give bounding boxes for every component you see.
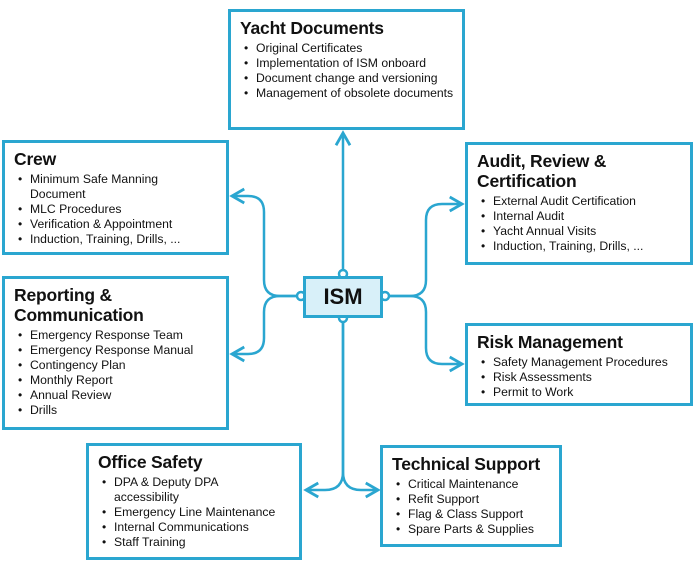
- list-item: Annual Review: [18, 388, 218, 403]
- node-title: Office Safety: [98, 452, 203, 472]
- node-list: Critical Maintenance Refit Support Flag …: [392, 477, 551, 537]
- list-item: MLC Procedures: [18, 202, 190, 217]
- node-list: DPA & Deputy DPA accessibility: [98, 475, 254, 505]
- node-technical-support: Technical Support Critical Maintenance R…: [380, 445, 562, 547]
- list-item: Staff Training: [102, 535, 291, 550]
- list-item: Spare Parts & Supplies: [396, 522, 551, 537]
- node-title: Crew: [14, 149, 56, 169]
- node-title: Audit, Review & Certification: [477, 151, 607, 191]
- list-item: Management of obsolete documents: [244, 86, 454, 101]
- list-item: Emergency Response Manual: [18, 343, 218, 358]
- list-item: Induction, Training, Drills, ...: [18, 232, 190, 247]
- node-title: Yacht Documents: [240, 18, 384, 38]
- node-audit-review-certification: Audit, Review & Certification External A…: [465, 142, 693, 265]
- list-item: Critical Maintenance: [396, 477, 551, 492]
- node-risk-management: Risk Management Safety Management Proced…: [465, 323, 693, 406]
- node-office-safety: Office Safety DPA & Deputy DPA accessibi…: [86, 443, 302, 560]
- connector-crew: [229, 187, 300, 298]
- connector-technical: [341, 320, 381, 499]
- node-list: Emergency Line Maintenance Internal Comm…: [98, 505, 291, 550]
- node-list: Original Certificates Implementation of …: [240, 41, 454, 101]
- node-reporting-communication: Reporting & Communication Emergency Resp…: [2, 276, 229, 430]
- connector-audit: [387, 195, 465, 298]
- list-item: Original Certificates: [244, 41, 454, 56]
- node-list: Safety Management Procedures Risk Assess…: [477, 355, 682, 400]
- list-item: Drills: [18, 403, 218, 418]
- list-item: DPA & Deputy DPA accessibility: [102, 475, 254, 505]
- connector-reporting: [229, 294, 300, 363]
- connector-office: [303, 320, 345, 499]
- node-list: Minimum Safe Manning Document MLC Proced…: [14, 172, 190, 247]
- node-title: Technical Support: [392, 454, 540, 474]
- node-list: Emergency Response Team Emergency Respon…: [14, 328, 218, 418]
- center-node-ism: ISM: [303, 276, 383, 318]
- list-item: Induction, Training, Drills, ...: [481, 239, 682, 254]
- list-item: Refit Support: [396, 492, 551, 507]
- list-item: Implementation of ISM onboard: [244, 56, 454, 71]
- list-item: Monthly Report: [18, 373, 218, 388]
- list-item: Contingency Plan: [18, 358, 218, 373]
- list-item: Yacht Annual Visits: [481, 224, 682, 239]
- list-item: Emergency Line Maintenance: [102, 505, 291, 520]
- node-crew: Crew Minimum Safe Manning Document MLC P…: [2, 140, 229, 255]
- node-list: External Audit Certification Internal Au…: [477, 194, 682, 254]
- list-item: Risk Assessments: [481, 370, 682, 385]
- list-item: External Audit Certification: [481, 194, 682, 209]
- list-item: Verification & Appointment: [18, 217, 190, 232]
- list-item: Safety Management Procedures: [481, 355, 682, 370]
- node-title: Reporting & Communication: [14, 285, 144, 325]
- center-label: ISM: [323, 284, 363, 309]
- list-item: Internal Communications: [102, 520, 291, 535]
- list-item: Flag & Class Support: [396, 507, 551, 522]
- node-yacht-documents: Yacht Documents Original Certificates Im…: [228, 9, 465, 130]
- list-item: Emergency Response Team: [18, 328, 218, 343]
- node-title: Risk Management: [477, 332, 623, 352]
- connector-risk: [387, 294, 465, 373]
- list-item: Minimum Safe Manning Document: [18, 172, 190, 202]
- list-item: Permit to Work: [481, 385, 682, 400]
- list-item: Internal Audit: [481, 209, 682, 224]
- list-item: Document change and versioning: [244, 71, 454, 86]
